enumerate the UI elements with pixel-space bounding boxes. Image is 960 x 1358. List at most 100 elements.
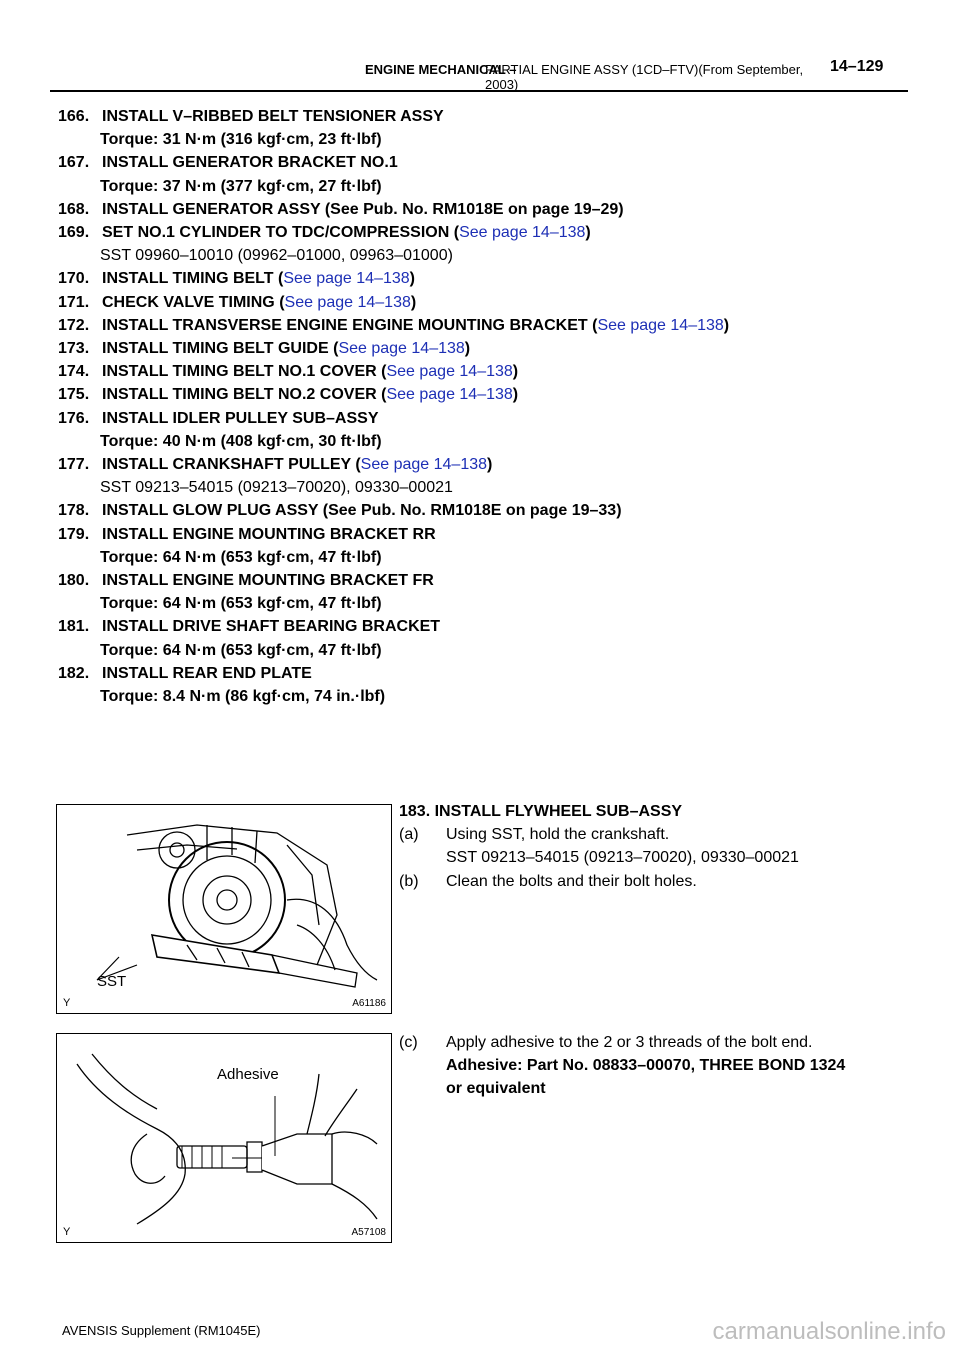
step-number: 180. — [58, 572, 90, 589]
step-183-c-adhesive-1: Adhesive: Part No. 08833–00070, THREE BO… — [446, 1057, 846, 1074]
figure-adhesive-bolt: Adhesive Y A57108 — [56, 1033, 392, 1243]
step-text-close: ) — [409, 270, 415, 288]
flywheel-sst-illustration — [96, 824, 378, 988]
step-number: 176. — [58, 409, 90, 427]
step-text: INSTALL GENERATOR ASSY (See Pub. No. RM1… — [102, 200, 624, 218]
step-177: 177. INSTALL CRANKSHAFT PULLEY (See page … — [58, 456, 492, 474]
sst-spec: SST 09960–10010 (09962–01000, 09963–0100… — [100, 247, 453, 265]
step-179: 179. INSTALL ENGINE MOUNTING BRACKET RR — [58, 526, 436, 544]
step-176: 176. INSTALL IDLER PULLEY SUB–ASSY — [58, 410, 378, 428]
step-174: 174. INSTALL TIMING BELT NO.1 COVER (See … — [58, 363, 518, 381]
watermark: carmanualsonline.info — [712, 1318, 946, 1345]
step-183-c-label: (c) — [399, 1034, 418, 1051]
step-text: INSTALL V–RIBBED BELT TENSIONER ASSY — [102, 108, 444, 125]
step-text: INSTALL TIMING BELT ( — [102, 270, 284, 288]
step-text: INSTALL REAR END PLATE — [102, 664, 312, 682]
step-183-c-text: Apply adhesive to the 2 or 3 threads of … — [446, 1034, 813, 1051]
step-text: INSTALL TIMING BELT NO.2 COVER ( — [102, 386, 387, 404]
step-169: 169. SET NO.1 CYLINDER TO TDC/COMPRESSION… — [58, 224, 591, 242]
step-text: INSTALL GENERATOR BRACKET NO.1 — [102, 154, 398, 172]
header-rule — [50, 90, 908, 92]
step-182: 182. INSTALL REAR END PLATE — [58, 665, 312, 683]
step-number: 182. — [58, 664, 90, 682]
step-text-close: ) — [464, 340, 471, 357]
step-number: 175. — [58, 386, 90, 404]
sst-spec: SST 09213–54015 (09213–70020), 09330–000… — [100, 479, 453, 497]
step-text: INSTALL DRIVE SHAFT BEARING BRACKET — [102, 618, 441, 636]
torque-spec: Torque: 64 N·m (653 kgf·cm, 47 ft·lbf) — [100, 548, 382, 566]
page-number: 14–129 — [830, 58, 884, 75]
step-number: 178. — [58, 502, 90, 520]
step-text-close: ) — [512, 363, 519, 381]
step-183-a-sst: SST 09213–54015 (09213–70020), 09330–000… — [446, 849, 799, 866]
torque-spec: Torque: 64 N·m (653 kgf·cm, 47 ft·lbf) — [100, 641, 382, 659]
see-page-link[interactable]: See page 14–138 — [386, 386, 513, 404]
step-number: 177. — [58, 456, 90, 473]
step-number: 171. — [58, 293, 90, 311]
step-number: 179. — [58, 525, 90, 543]
step-180: 180. INSTALL ENGINE MOUNTING BRACKET FR — [58, 572, 434, 590]
step-text: INSTALL IDLER PULLEY SUB–ASSY — [102, 409, 379, 427]
figure-label-adhesive: Adhesive — [217, 1066, 279, 1083]
step-181: 181. INSTALL DRIVE SHAFT BEARING BRACKET — [58, 618, 440, 636]
step-text-close: ) — [585, 224, 591, 241]
step-166: 166. INSTALL V–RIBBED BELT TENSIONER ASSY — [58, 108, 444, 126]
step-number: 173. — [58, 340, 90, 357]
see-page-link[interactable]: See page 14–138 — [284, 293, 411, 311]
see-page-link[interactable]: See page 14–138 — [597, 316, 724, 334]
step-text: INSTALL TIMING BELT NO.1 COVER ( — [102, 363, 387, 381]
step-167: 167. INSTALL GENERATOR BRACKET NO.1 — [58, 154, 398, 172]
step-175: 175. INSTALL TIMING BELT NO.2 COVER (See … — [58, 386, 518, 404]
torque-spec: Torque: 40 N·m (408 kgf·cm, 30 ft·lbf) — [100, 432, 382, 450]
figure-flywheel-sst: SST Y A61186 — [56, 804, 392, 1014]
see-page-link[interactable]: See page 14–138 — [338, 340, 465, 357]
torque-spec: Torque: 8.4 N·m (86 kgf·cm, 74 in.·lbf) — [100, 688, 386, 705]
step-183-b-text: Clean the bolts and their bolt holes. — [446, 873, 697, 890]
step-168: 168. INSTALL GENERATOR ASSY (See Pub. No.… — [58, 201, 624, 219]
header-section: ENGINE MECHANICAL – — [365, 62, 517, 77]
step-text: INSTALL TRANSVERSE ENGINE ENGINE MOUNTIN… — [102, 316, 598, 334]
header-title-line1: PARTIAL ENGINE ASSY (1CD–FTV)(From Septe… — [485, 62, 804, 77]
header-title-line2: 2003) — [485, 77, 519, 92]
step-text: CHECK VALVE TIMING ( — [102, 293, 285, 311]
figure-mark: Y — [63, 997, 71, 1009]
step-text: INSTALL ENGINE MOUNTING BRACKET FR — [102, 572, 434, 589]
see-page-link[interactable]: See page 14–138 — [360, 456, 488, 473]
step-172: 172. INSTALL TRANSVERSE ENGINE ENGINE MOU… — [58, 317, 729, 335]
step-text: SET NO.1 CYLINDER TO TDC/COMPRESSION ( — [102, 224, 460, 241]
step-183-a-label: (a) — [399, 826, 419, 843]
step-number: 172. — [58, 316, 90, 334]
step-number: 167. — [58, 154, 90, 172]
step-171: 171. CHECK VALVE TIMING (See page 14–138) — [58, 294, 416, 312]
figure-code: A61186 — [352, 998, 386, 1009]
step-text-close: ) — [512, 386, 519, 404]
see-page-link[interactable]: See page 14–138 — [386, 363, 513, 381]
step-number: 166. — [58, 108, 90, 125]
step-number: 169. — [58, 224, 90, 241]
step-text-close: ) — [410, 293, 417, 311]
step-183-b-label: (b) — [399, 873, 419, 890]
see-page-link[interactable]: See page 14–138 — [459, 224, 586, 241]
figure-mark: Y — [63, 1226, 71, 1238]
see-page-link[interactable]: See page 14–138 — [283, 270, 410, 288]
adhesive-bolt-illustration — [76, 1053, 378, 1225]
step-number: 181. — [58, 618, 90, 636]
torque-spec: Torque: 31 N·m (316 kgf·cm, 23 ft·lbf) — [100, 131, 382, 149]
step-text: INSTALL TIMING BELT GUIDE ( — [102, 340, 339, 357]
step-text: INSTALL CRANKSHAFT PULLEY ( — [102, 456, 361, 473]
step-170: 170. INSTALL TIMING BELT (See page 14–138… — [58, 270, 415, 288]
step-text-close: ) — [723, 316, 730, 334]
step-number: 174. — [58, 363, 90, 381]
step-183-a-text: Using SST, hold the crankshaft. — [446, 826, 670, 843]
torque-spec: Torque: 64 N·m (653 kgf·cm, 47 ft·lbf) — [100, 595, 382, 613]
figure-label-sst: SST — [97, 973, 127, 990]
step-text-close: ) — [487, 456, 493, 473]
step-183-title: 183. INSTALL FLYWHEEL SUB–ASSY — [399, 803, 683, 820]
step-number: 168. — [58, 200, 90, 218]
step-text: INSTALL ENGINE MOUNTING BRACKET RR — [102, 525, 436, 543]
step-183-c-adhesive-2: or equivalent — [446, 1080, 546, 1097]
torque-spec: Torque: 37 N·m (377 kgf·cm, 27 ft·lbf) — [100, 177, 382, 195]
step-number: 170. — [58, 270, 90, 288]
footer-text: AVENSIS Supplement (RM1045E) — [62, 1323, 261, 1338]
step-173: 173. INSTALL TIMING BELT GUIDE (See page … — [58, 340, 470, 358]
